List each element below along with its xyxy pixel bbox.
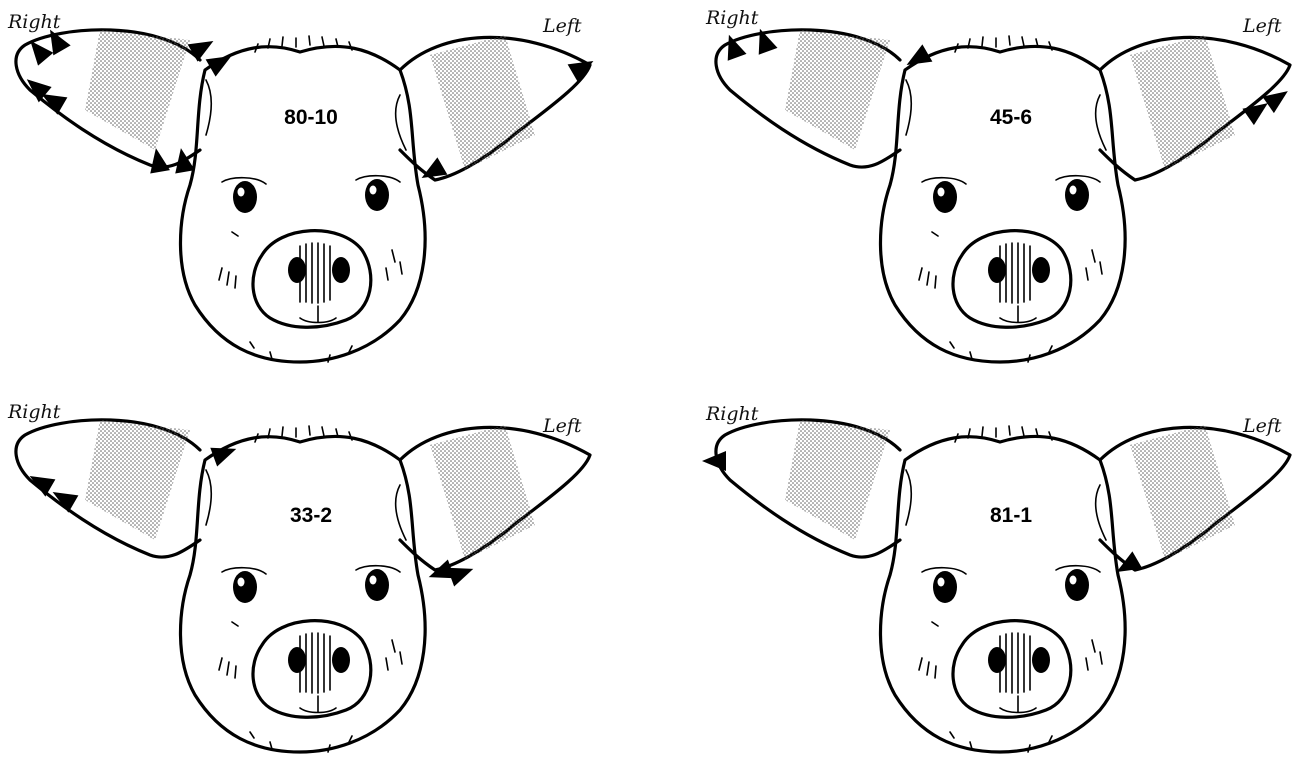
pig-head-drawing xyxy=(716,30,1290,362)
ear-notch xyxy=(188,32,219,61)
ear-notch xyxy=(417,157,448,186)
pig-head-drawing xyxy=(16,420,590,752)
ear-notch-marks xyxy=(702,451,1142,581)
ear-notch xyxy=(1262,83,1293,113)
pig-id-label: 81-1 xyxy=(990,504,1032,527)
pig-head-drawing xyxy=(716,420,1290,752)
right-ear-label: Right xyxy=(705,403,759,425)
left-ear-label: Left xyxy=(542,415,582,437)
pig-id-label: 33-2 xyxy=(290,504,332,527)
pig-id-label: 80-10 xyxy=(284,106,338,129)
ear-notch xyxy=(702,451,726,471)
ear-notch xyxy=(171,146,195,173)
ear-notch xyxy=(146,146,170,173)
right-ear-label: Right xyxy=(705,7,759,29)
pig-id-label: 45-6 xyxy=(990,106,1032,129)
right-ear-label: Right xyxy=(7,11,61,33)
ear-notch xyxy=(750,25,777,54)
right-ear-label: Right xyxy=(7,401,61,423)
pig-panel-80-10: Right Left 80-10 xyxy=(7,11,598,362)
pig-panel-81-1: Right Left 81-1 xyxy=(702,403,1290,752)
left-ear-label: Left xyxy=(542,15,582,37)
pig-panel-33-2: Right Left 33-2 xyxy=(7,401,590,752)
left-ear-label: Left xyxy=(1242,15,1282,37)
left-ear-label: Left xyxy=(1242,415,1282,437)
pig-head-drawing xyxy=(16,30,590,362)
ear-notch xyxy=(206,47,237,76)
pig-panel-45-6: Right Left 45-6 xyxy=(705,7,1294,362)
ear-notch xyxy=(25,467,56,496)
